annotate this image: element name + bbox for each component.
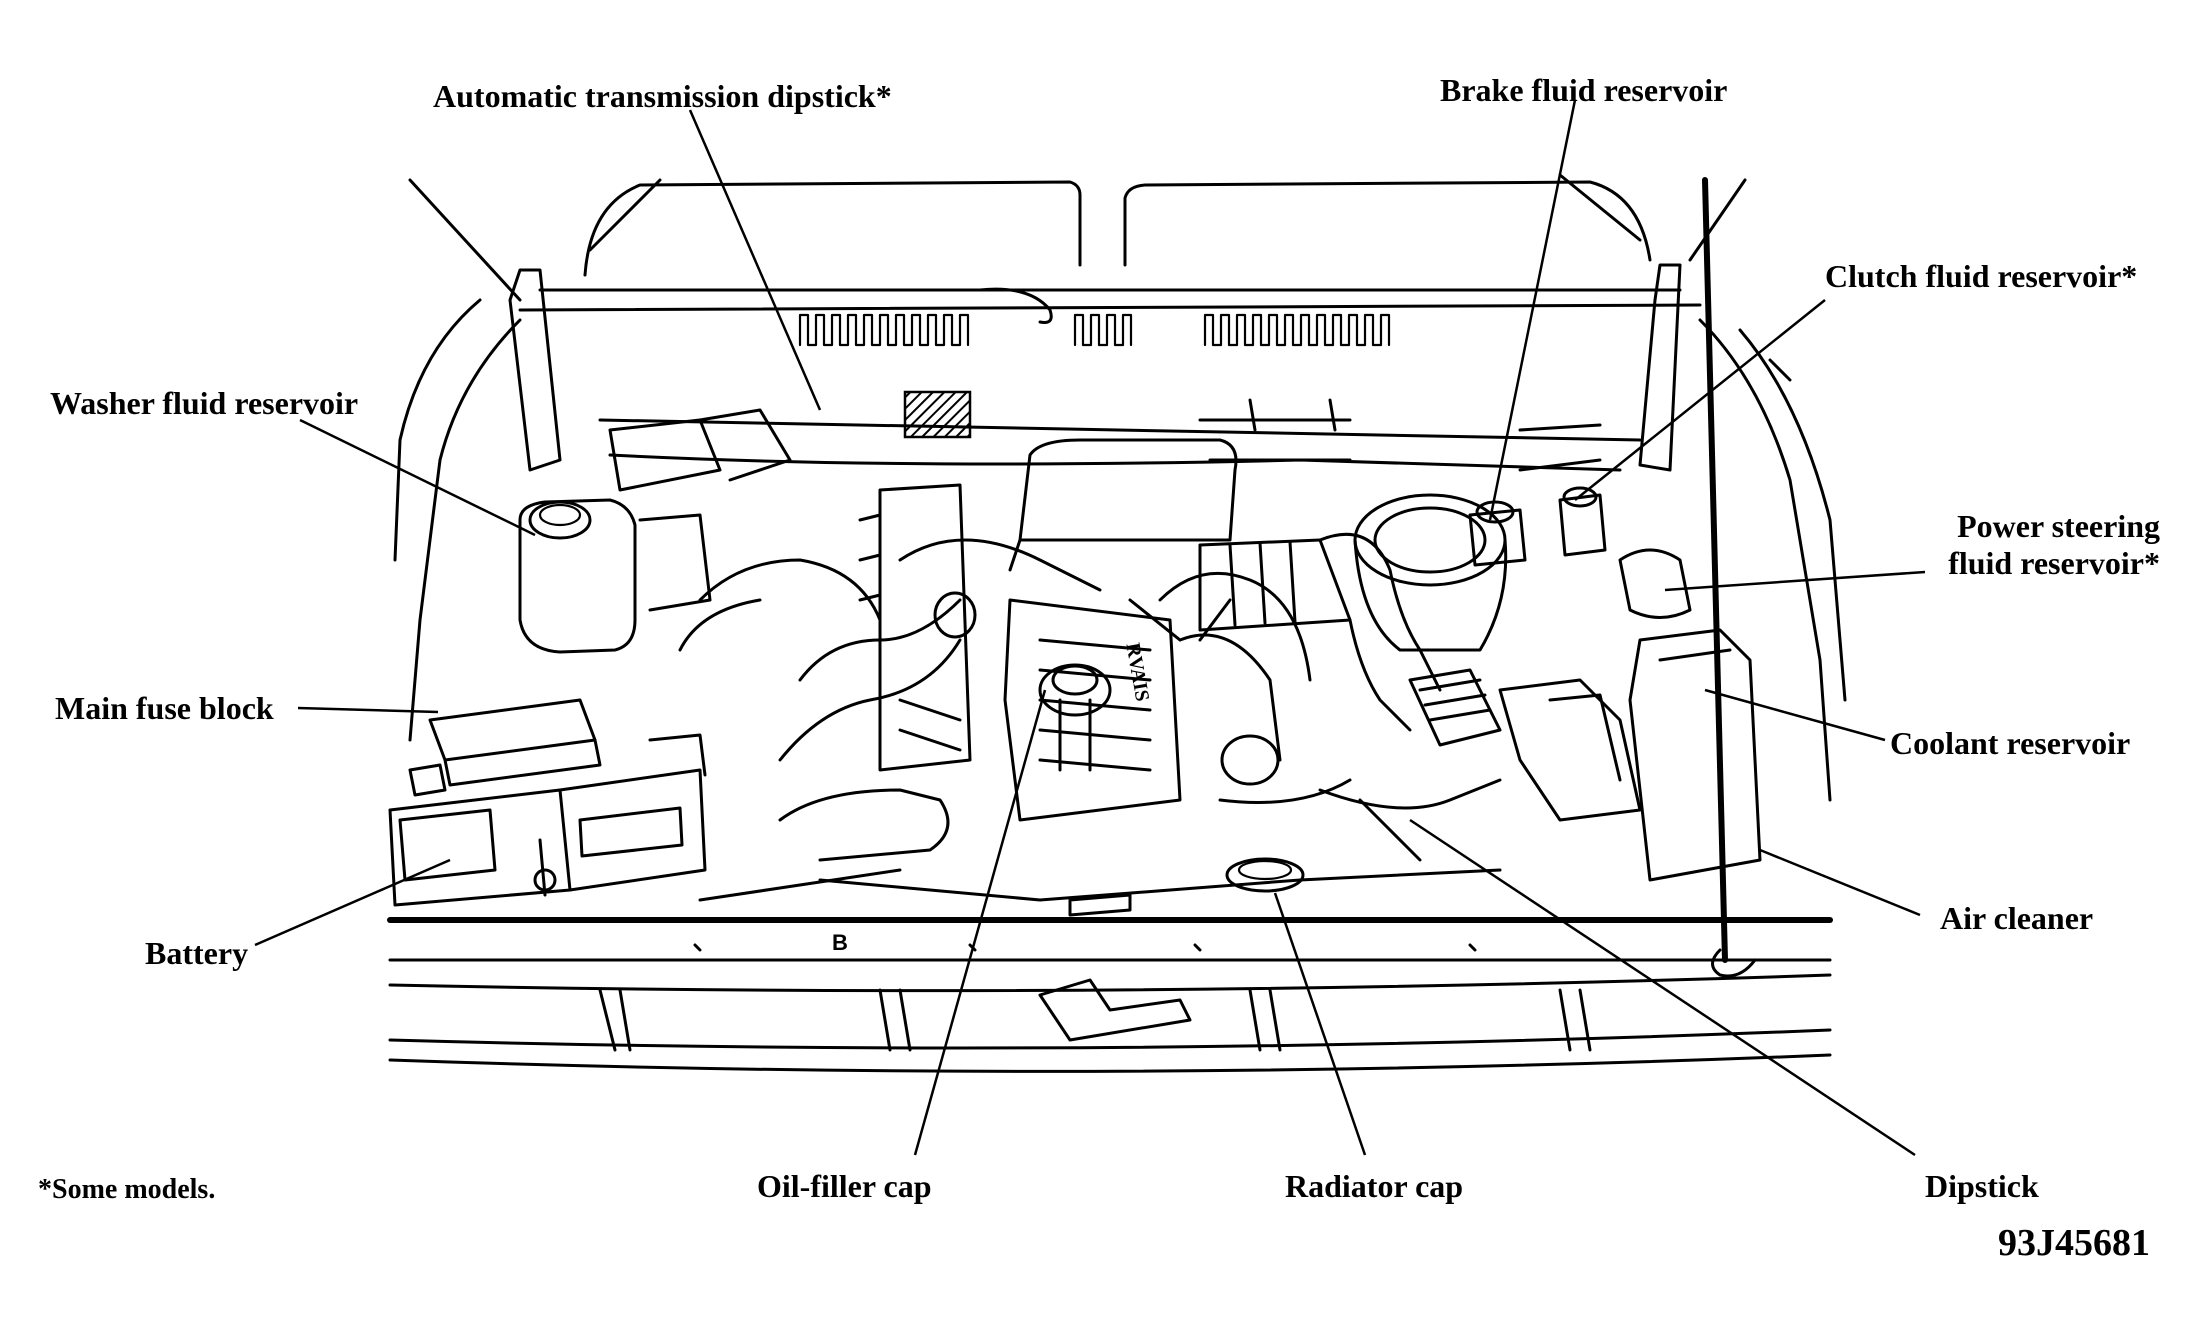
label-power-steering-line1: Power steering — [1957, 508, 2160, 544]
label-coolant: Coolant reservoir — [1890, 725, 2131, 761]
leader-battery — [254, 858, 451, 947]
intake-drawing — [1198, 398, 1762, 882]
label-power-steering-line2: fluid reservoir* — [1948, 545, 2160, 581]
leader-auto-trans-dipstick — [688, 109, 822, 411]
leader-lines — [254, 99, 1926, 1157]
leader-brake-fluid — [1488, 99, 1577, 521]
fuse-block-drawing — [408, 698, 602, 797]
leader-washer-fluid — [299, 418, 536, 537]
label-battery: Battery — [145, 935, 249, 971]
leader-power-steering — [1664, 570, 1926, 592]
leader-clutch-fluid — [1574, 299, 1826, 501]
label-washer-fluid: Washer fluid reservoir — [50, 385, 359, 421]
label-oil-filler: Oil-filler cap — [757, 1168, 932, 1204]
cowl-vents — [798, 287, 1391, 439]
leader-main-fuse — [297, 706, 439, 714]
leader-radiator-cap — [1273, 892, 1367, 1156]
hood-struts — [508, 177, 1757, 978]
leader-dipstick — [1409, 818, 1916, 1157]
label-clutch-fluid: Clutch fluid reservoir* — [1825, 258, 2138, 294]
battery-drawing — [388, 733, 707, 907]
label-dipstick: Dipstick — [1925, 1168, 2039, 1204]
label-air-cleaner: Air cleaner — [1940, 900, 2094, 936]
label-radiator-cap: Radiator cap — [1285, 1168, 1464, 1204]
svg-text:B: B — [832, 930, 848, 955]
windshield — [408, 173, 1747, 312]
figure-id: 93J45681 — [1998, 1222, 2150, 1264]
label-auto-trans-dipstick: Automatic transmission dipstick* — [433, 78, 892, 114]
body-outline — [393, 298, 1847, 802]
label-main-fuse: Main fuse block — [55, 690, 274, 726]
leader-coolant — [1704, 688, 1886, 742]
leader-oil-filler — [913, 689, 1047, 1156]
washer-reservoir-drawing — [518, 408, 792, 654]
label-brake-fluid: Brake fluid reservoir — [1440, 72, 1728, 108]
front-crossmember: B — [387, 917, 1833, 1073]
radiator-cap-drawing — [1068, 857, 1305, 917]
leader-air-cleaner — [1759, 848, 1921, 917]
engine-drawing — [678, 438, 1502, 902]
footnote: *Some models. — [38, 1174, 216, 1205]
